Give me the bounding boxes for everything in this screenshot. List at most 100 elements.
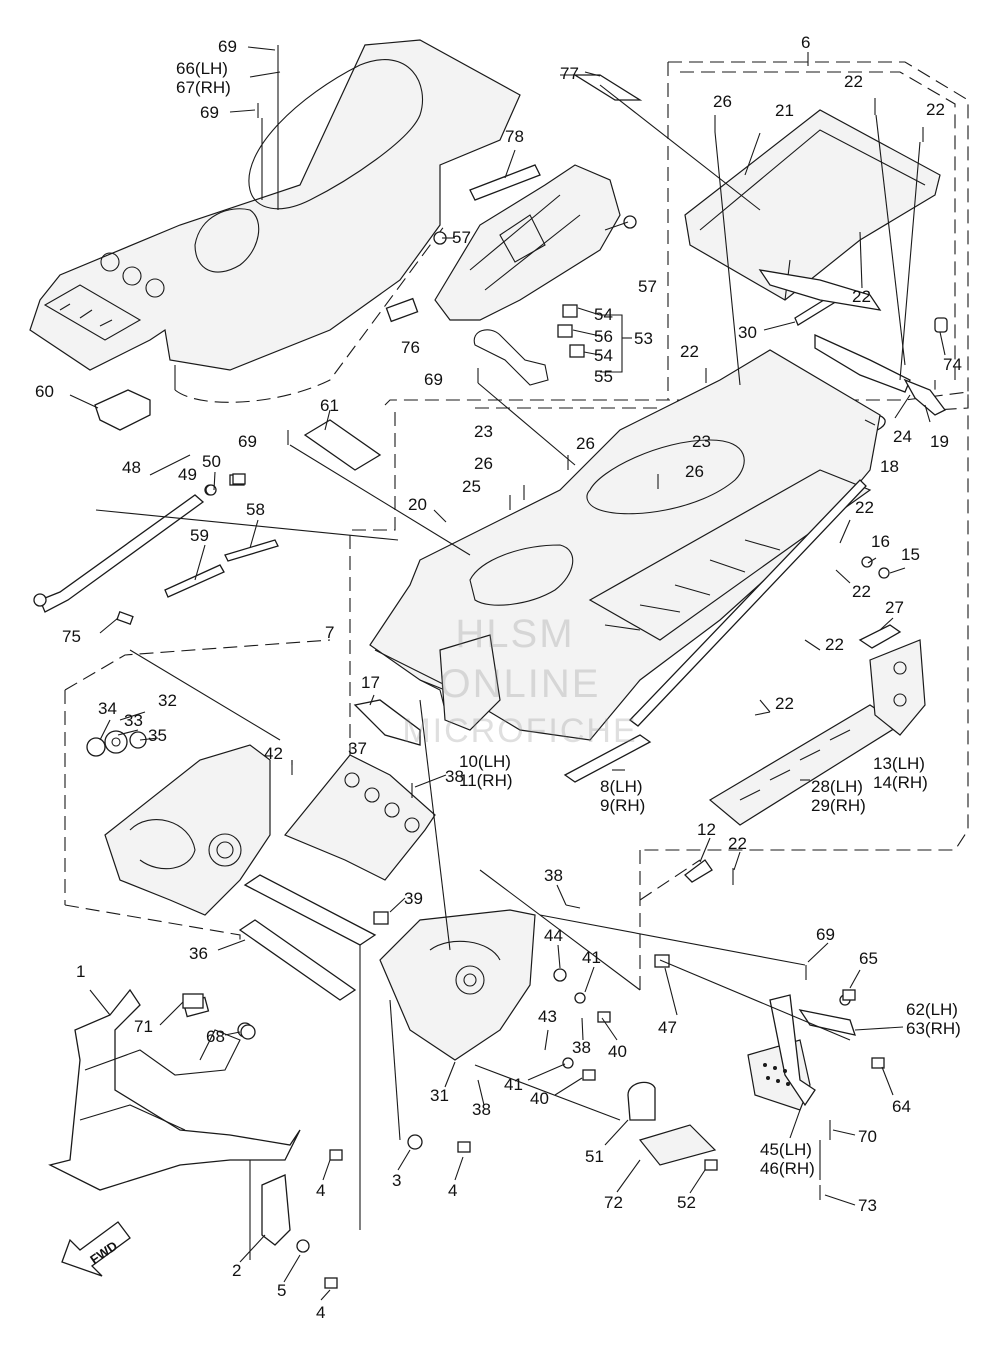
callout-63: 63(RH) <box>906 1019 961 1038</box>
callout-57: 57 <box>452 228 471 247</box>
callout-22: 22 <box>825 635 844 654</box>
callout-74: 74 <box>943 355 962 374</box>
guard-51 <box>627 1081 656 1121</box>
chaincase-31 <box>379 909 536 1061</box>
callout-40: 40 <box>608 1042 627 1061</box>
callout-22: 22 <box>926 100 945 119</box>
callout-24: 24 <box>893 427 912 446</box>
slide-rail-8 <box>563 479 867 783</box>
callout-67: 67(RH) <box>176 78 231 97</box>
callout-22: 22 <box>844 72 863 91</box>
callout-39: 39 <box>404 889 423 908</box>
callout-17: 17 <box>361 673 380 692</box>
running-board-28 <box>708 704 902 826</box>
callout-10: 10(LH) <box>459 752 511 771</box>
rear-flap-assembly <box>433 164 637 386</box>
callout-30: 30 <box>738 323 757 342</box>
callout-4: 4 <box>316 1303 325 1322</box>
callout-25: 25 <box>462 477 481 496</box>
callout-36: 36 <box>189 944 208 963</box>
callout-78: 78 <box>505 127 524 146</box>
callout-66: 66(LH) <box>176 59 228 78</box>
plate-27 <box>858 624 902 649</box>
callout-45: 45(LH) <box>760 1140 812 1159</box>
callout-3: 3 <box>392 1171 401 1190</box>
callout-56: 56 <box>594 327 613 346</box>
callout-46: 46(RH) <box>760 1159 815 1178</box>
callout-5: 5 <box>277 1281 286 1300</box>
callout-12: 12 <box>697 820 716 839</box>
callout-52: 52 <box>677 1193 696 1212</box>
bracket-13-14 <box>869 639 926 736</box>
steering-column-48 <box>33 474 245 613</box>
callout-61: 61 <box>320 396 339 415</box>
callout-9: 9(RH) <box>600 796 645 815</box>
callout-38: 38 <box>572 1038 591 1057</box>
callout-44: 44 <box>544 926 563 945</box>
callout-22: 22 <box>775 694 794 713</box>
fwd-arrow: FWD <box>61 1221 131 1277</box>
callout-54: 54 <box>594 346 613 365</box>
callout-14: 14(RH) <box>873 773 928 792</box>
decal-77 <box>560 74 643 101</box>
footrest-45-46 <box>747 994 816 1111</box>
callout-71: 71 <box>134 1017 153 1036</box>
callout-38: 38 <box>472 1100 491 1119</box>
strip-58-59 <box>164 539 279 598</box>
watermark-line-3: MICROFICHE <box>402 712 638 750</box>
callout-68: 68 <box>206 1027 225 1046</box>
callout-4: 4 <box>316 1181 325 1200</box>
callout-16: 16 <box>871 532 890 551</box>
callout-37: 37 <box>348 739 367 758</box>
rear-bumper-plate <box>684 109 948 333</box>
callout-22: 22 <box>680 342 699 361</box>
callout-58: 58 <box>246 500 265 519</box>
bracket-17-and-10 <box>353 634 501 746</box>
bearing-33-34-35 <box>86 730 147 757</box>
block-71-and-cap-68 <box>182 993 256 1040</box>
callout-8: 8(LH) <box>600 777 643 796</box>
callout-33: 33 <box>124 711 143 730</box>
chaincase-plate-32 <box>104 744 271 916</box>
callout-15: 15 <box>901 545 920 564</box>
callout-6: 6 <box>801 33 810 52</box>
callout-50: 50 <box>202 452 221 471</box>
callout-60: 60 <box>35 382 54 401</box>
callout-22: 22 <box>728 834 747 853</box>
callout-73: 73 <box>858 1196 877 1215</box>
callout-21: 21 <box>775 101 794 120</box>
pin-75 <box>116 611 134 625</box>
callout-11: 11(RH) <box>459 771 513 790</box>
callout-47: 47 <box>658 1018 677 1037</box>
callout-29: 29(RH) <box>811 796 866 815</box>
callout-41: 41 <box>504 1075 523 1094</box>
callout-38: 38 <box>445 767 464 786</box>
callout-69: 69 <box>200 103 219 122</box>
callout-64: 64 <box>892 1097 911 1116</box>
mount-12 <box>684 859 713 883</box>
callout-75: 75 <box>62 627 81 646</box>
callout-53: 53 <box>634 329 653 348</box>
callout-70: 70 <box>858 1127 877 1146</box>
callout-42: 42 <box>264 744 283 763</box>
callout-41: 41 <box>582 948 601 967</box>
rear-brackets-24-19-18 <box>758 269 946 436</box>
callout-69: 69 <box>424 370 443 389</box>
callout-27: 27 <box>885 598 904 617</box>
plate-60 <box>94 389 151 431</box>
callout-72: 72 <box>604 1193 623 1212</box>
crossmember-36 <box>238 874 377 1001</box>
front-mount-2 <box>261 1174 310 1253</box>
callout-59: 59 <box>190 526 209 545</box>
callout-76: 76 <box>401 338 420 357</box>
callout-57: 57 <box>638 277 657 296</box>
callout-2: 2 <box>232 1261 241 1280</box>
stay-62-63 <box>798 994 856 1036</box>
callout-26: 26 <box>474 454 493 473</box>
callout-32: 32 <box>158 691 177 710</box>
engine-plate-37 <box>284 754 436 881</box>
callout-77: 77 <box>560 64 579 83</box>
label-76 <box>385 297 419 323</box>
